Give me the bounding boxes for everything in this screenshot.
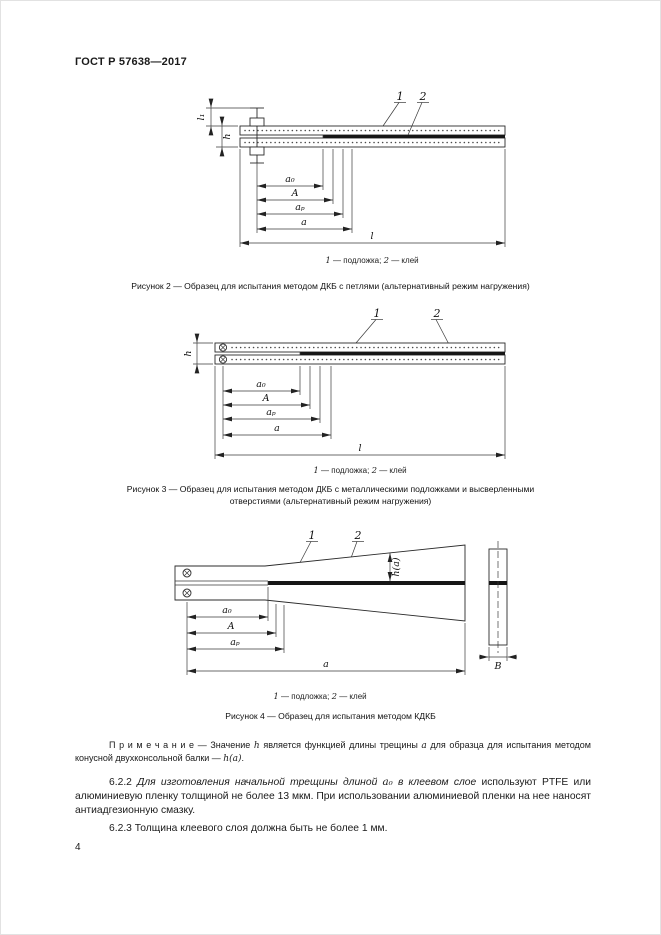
fig2-callout-1: 1 [397,90,404,103]
note-variable-h: h [253,741,260,751]
page-number: 4 [75,842,81,853]
clause-variable-a0: a₀ [382,776,393,788]
figure-2-drawing: l₁ h 1 2 a₀ A aₚ [196,90,506,247]
clause-italic-text: Для изготовления начальной трещины длино… [131,777,383,788]
note-separator: — [194,740,211,750]
fig4-callout-2: 2 [354,529,362,542]
fig2-left-dimensions: l₁ h [196,98,250,157]
fig3-dim-label-A: A [262,393,270,404]
note-text-run: Значение [210,740,254,750]
fig3-bottom-dimensions: a₀ A aₚ a l [214,366,506,459]
note-paragraph: П р и м е ч а н и е — Значение h являетс… [75,740,591,766]
legend-text-2: — клей [376,466,407,475]
legend-text-2: — клей [388,256,419,265]
fig3-dim-label-ap: aₚ [266,407,276,418]
fig3-dim-label-a0: a₀ [256,379,266,390]
figure-2-legend: 1 — подложка; 2 — клей [172,256,572,266]
note-text-run: . [241,752,244,763]
fig4-dim-label-a: a [323,659,329,670]
legend-number-1: 1 [325,256,331,266]
fig3-callout-2: 2 [433,307,441,320]
legend-number-1: 1 [273,692,279,702]
fig4-drilled-holes [182,568,192,598]
fig2-dim-label-A: A [291,188,299,199]
clause-number: 6.2.2 [109,777,132,788]
fig4-dim-label-ha: h(a) [391,557,402,576]
legend-number-2: 2 [371,466,377,476]
figure-3-drawing: 1 2 h [183,307,506,459]
note-text-run: для образца для испытания методом конусн… [75,740,591,763]
fig4-callout-1: 1 [309,529,316,542]
clause-number: 6.2.3 [109,823,132,834]
doc-header-title: ГОСТ Р 57638—2017 [75,56,187,68]
clause-italic-text: в клеевом слое [392,777,482,788]
legend-text-2: — клей [336,692,367,701]
note-variable-a: a [421,741,427,751]
note-label: П р и м е ч а н и е [109,740,195,750]
paragraph-6-2-3: 6.2.3 Толщина клеевого слоя должна быть … [75,822,591,836]
legend-text-1: — подложка; [278,692,332,701]
figure-3-caption-line-1: Рисунок 3 — Образец для испытания методо… [126,484,535,494]
fig2-dim-label-h: h [222,133,233,139]
legend-text-1: — подложка; [318,466,372,475]
fig4-dim-label-A: A [227,621,235,632]
figure-3-legend: 1 — подложка; 2 — клей [160,466,560,476]
fig4-dim-label-ap: aₚ [230,637,240,648]
fig3-dim-label-h: h [183,350,194,356]
legend-number-2: 2 [331,692,337,702]
figure-2-caption: Рисунок 2 — Образец для испытания методо… [131,281,530,291]
fig3-drilled-holes [218,343,228,364]
fig4-dim-label-B: B [494,661,502,672]
legend-number-2: 2 [383,256,389,266]
fig2-dim-label-l1: l₁ [196,114,207,121]
fig4-tapered-specimen [174,544,466,622]
paragraph-6-2-2: 6.2.2 Для изготовления начальной трещины… [75,775,591,819]
fig4-side-view: B [479,541,517,672]
clause-text: используют PTFE или алюминиевую пленку т… [75,777,591,817]
figure-4-caption: Рисунок 4 — Образец для испытания методо… [225,711,436,721]
fig2-callouts: 1 2 [382,90,429,136]
note-text-run: является функцией длины трещины [259,740,422,750]
note-variable-ha: h(a) [223,753,242,764]
figure-3-caption: Рисунок 3 — Образец для испытания методо… [73,483,588,507]
legend-text-1: — подложка; [330,256,384,265]
fig3-dim-label-a: a [274,423,280,434]
fig2-bottom-dimensions: a₀ A aₚ a l [239,149,506,247]
fig2-loading-pin [249,107,265,164]
legend-number-1: 1 [313,466,319,476]
fig2-dim-label-l: l [370,231,373,242]
figure-4-legend: 1 — подложка; 2 — клей [120,692,520,702]
fig2-callout-2: 2 [419,90,427,103]
figure-3-caption-line-2: отверстиями (альтернативный режим нагруж… [229,496,432,506]
fig2-specimen-beam [239,125,506,148]
fig4-dim-label-a0: a₀ [222,605,232,616]
fig3-callout-1: 1 [374,307,381,320]
fig3-dim-label-l: l [358,443,361,454]
fig3-specimen-beam [214,342,506,365]
fig4-ha-dimension: h(a) [387,553,402,581]
fig2-dim-label-ap: aₚ [295,202,305,213]
fig2-dim-label-a: a [301,217,307,228]
clause-text: Толщина клеевого слоя должна быть не бол… [131,823,388,834]
fig4-bottom-dimensions: a₀ A aₚ a [186,587,466,675]
fig2-dim-label-a0: a₀ [285,174,295,185]
fig3-h-dimension: h [183,333,213,374]
figure-4-drawing: 1 2 h(a) [174,529,517,675]
